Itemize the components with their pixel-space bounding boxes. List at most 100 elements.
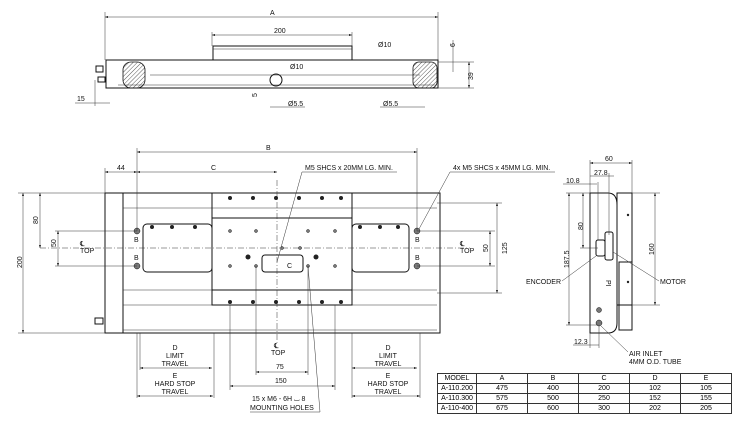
hatched-section-left	[122, 61, 146, 89]
centerline-symbol: ℄	[459, 241, 465, 248]
dim-50-right: 50	[483, 244, 490, 252]
header-model: MODEL	[437, 373, 477, 384]
dim-50-left: 50	[51, 239, 58, 247]
dim-160: 160	[649, 243, 656, 255]
hard-stop-label: HARD STOP	[155, 381, 196, 388]
mounting-holes-callout: 15 x M6 - 6H ⌴ 8	[252, 396, 306, 403]
dim-a: A	[270, 10, 275, 17]
dim-80: 80	[33, 216, 40, 224]
cell: 475	[476, 383, 528, 394]
cell: 675	[476, 403, 528, 414]
mounting-holes-label: MOUNTING HOLES	[250, 405, 314, 412]
centerline-symbol: ℄	[79, 241, 85, 248]
dim-dia5-5-center: Ø5.5	[288, 101, 303, 108]
cell: 152	[629, 393, 681, 404]
label-b: B	[134, 237, 139, 244]
cell: 200	[578, 383, 630, 394]
cell: 105	[680, 383, 732, 394]
pi-logo: PI	[604, 280, 611, 287]
dim-150: 150	[275, 378, 287, 385]
stage-outline	[104, 192, 441, 334]
encoder-label: ENCODER	[526, 279, 561, 286]
cell: 500	[527, 393, 579, 404]
dim-10-8: 10.8	[566, 178, 580, 185]
side-view: PI 60 27.8 10.8 187.5 80 160 12.3 ENCODE…	[526, 156, 686, 366]
label-b: B	[415, 237, 420, 244]
dim-dia5-5-right: Ø5.5	[383, 101, 398, 108]
header-c: C	[578, 373, 630, 384]
cell: 202	[629, 403, 681, 414]
callout-m5-45mm: 4x M5 SHCS x 45MM LG. MIN.	[453, 165, 550, 172]
cell: 600	[527, 403, 579, 414]
header-a: A	[476, 373, 528, 384]
carriage-c-label: C	[287, 263, 292, 270]
dim-15: 15	[77, 96, 85, 103]
header-d: D	[629, 373, 681, 384]
dim-12-3: 12.3	[574, 339, 588, 346]
header-b: B	[527, 373, 579, 384]
header-e: E	[680, 373, 732, 384]
dim-6: 6	[450, 43, 457, 47]
dim-60: 60	[605, 156, 613, 163]
e-label: E	[386, 373, 391, 380]
cell: 155	[680, 393, 732, 404]
travel-label: TRAVEL	[375, 361, 402, 368]
d-label: D	[385, 345, 390, 352]
dim-dia10-right: Ø10	[378, 42, 391, 49]
e-label: E	[173, 373, 178, 380]
top-label-left: TOP	[80, 248, 95, 255]
travel-dims-right: D LIMIT TRAVEL E HARD STOP TRAVEL	[351, 333, 421, 398]
dim-39: 39	[468, 72, 475, 80]
dim-80-side: 80	[578, 222, 585, 230]
callout-m5-20mm: M5 SHCS x 20MM LG. MIN.	[305, 165, 393, 172]
cell: A-110.300	[437, 393, 477, 404]
base-profile	[105, 59, 439, 89]
dim-c: C	[211, 165, 216, 172]
cell: A-110.200	[437, 383, 477, 394]
travel-label: TRAVEL	[162, 361, 189, 368]
limit-label: LIMIT	[166, 353, 185, 360]
cell: 575	[476, 393, 528, 404]
cell: 205	[680, 403, 732, 414]
motor-part	[604, 231, 614, 261]
label-b: B	[415, 255, 420, 262]
dim-b: B	[266, 145, 271, 152]
side-body	[589, 192, 618, 334]
dim-44: 44	[117, 165, 125, 172]
dim-75: 75	[276, 364, 284, 371]
dim-dia10-center: Ø10	[290, 64, 303, 71]
dim-27-8: 27.8	[594, 170, 608, 177]
travel-label: TRAVEL	[375, 389, 402, 396]
travel-label: TRAVEL	[162, 389, 189, 396]
top-label-bottom: TOP	[271, 350, 286, 357]
table-header-row: MODEL A B C D E	[437, 373, 732, 384]
centerline-symbol: ℄	[273, 343, 279, 350]
cell: 300	[578, 403, 630, 414]
top-label-right: TOP	[460, 248, 475, 255]
cell: A-110-400	[437, 403, 477, 414]
hatched-section-right	[412, 61, 438, 89]
d-label: D	[172, 345, 177, 352]
air-inlet-label: AIR INLET	[629, 351, 663, 358]
travel-dims-left: D LIMIT TRAVEL E HARD STOP TRAVEL	[136, 333, 215, 398]
carriage-label-plate	[261, 254, 304, 273]
motor-label: MOTOR	[660, 279, 686, 286]
plan-view: B B B B C B 44 C 200 80 50 ℄ TOP ℄ TOP 5…	[17, 145, 555, 413]
cell: 102	[629, 383, 681, 394]
section-view: A 200 Ø10 Ø10 Ø5.5 Ø5.5 6 39 15 5	[75, 10, 475, 108]
hard-stop-label: HARD STOP	[368, 381, 409, 388]
cell: 400	[527, 383, 579, 394]
air-inlet-tube-label: 4MM O.D. TUBE	[629, 359, 682, 366]
carriage-profile	[212, 45, 353, 61]
dim-5: 5	[252, 93, 259, 97]
cell: 250	[578, 393, 630, 404]
dim-200: 200	[274, 28, 286, 35]
label-b: B	[134, 255, 139, 262]
dim-125: 125	[502, 242, 509, 254]
dim-187-5: 187.5	[564, 250, 571, 268]
